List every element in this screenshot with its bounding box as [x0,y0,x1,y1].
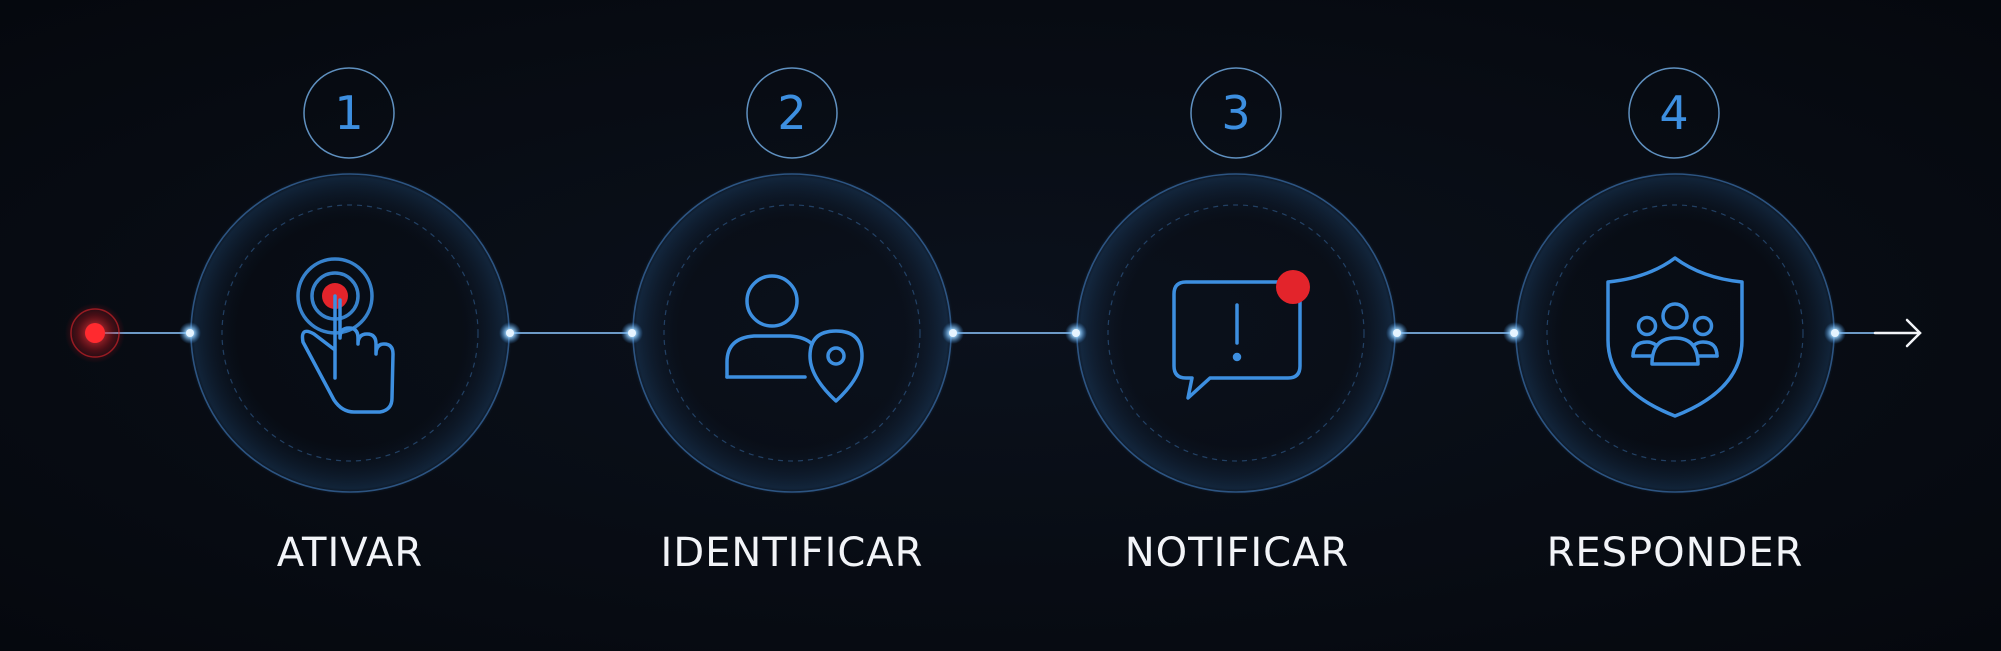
node [1503,322,1525,344]
step-3-number: 3 [1221,86,1251,140]
node [1386,322,1408,344]
step-1-circle [188,171,512,495]
step-1-number-circle [303,67,395,159]
step-1-number: 1 [334,86,364,140]
node [621,322,643,344]
step-1-label: ATIVAR [276,530,424,576]
step-4-label: RESPONDER [1546,530,1804,576]
alert-message-icon [1172,270,1310,400]
step-2-label: IDENTIFICAR [660,530,924,576]
step-2-number: 2 [777,86,807,140]
step-2-number-circle [746,67,838,159]
step-2-circle [630,171,954,495]
node [942,322,964,344]
node [1824,322,1846,344]
connector-nodes [179,322,1846,344]
node [1065,322,1087,344]
step-4-circle [1513,171,1837,495]
node [179,322,201,344]
arrow-right-icon [1873,318,1922,348]
team-shield-icon [1606,256,1744,418]
node [499,322,521,344]
step-4-number: 4 [1659,86,1689,140]
step-3-number-circle [1190,67,1282,159]
user-location-icon [725,274,864,403]
tap-hand-icon [296,257,395,414]
step-4-number-circle [1628,67,1720,159]
start-point [65,303,125,363]
step-3-label: NOTIFICAR [1124,530,1350,576]
